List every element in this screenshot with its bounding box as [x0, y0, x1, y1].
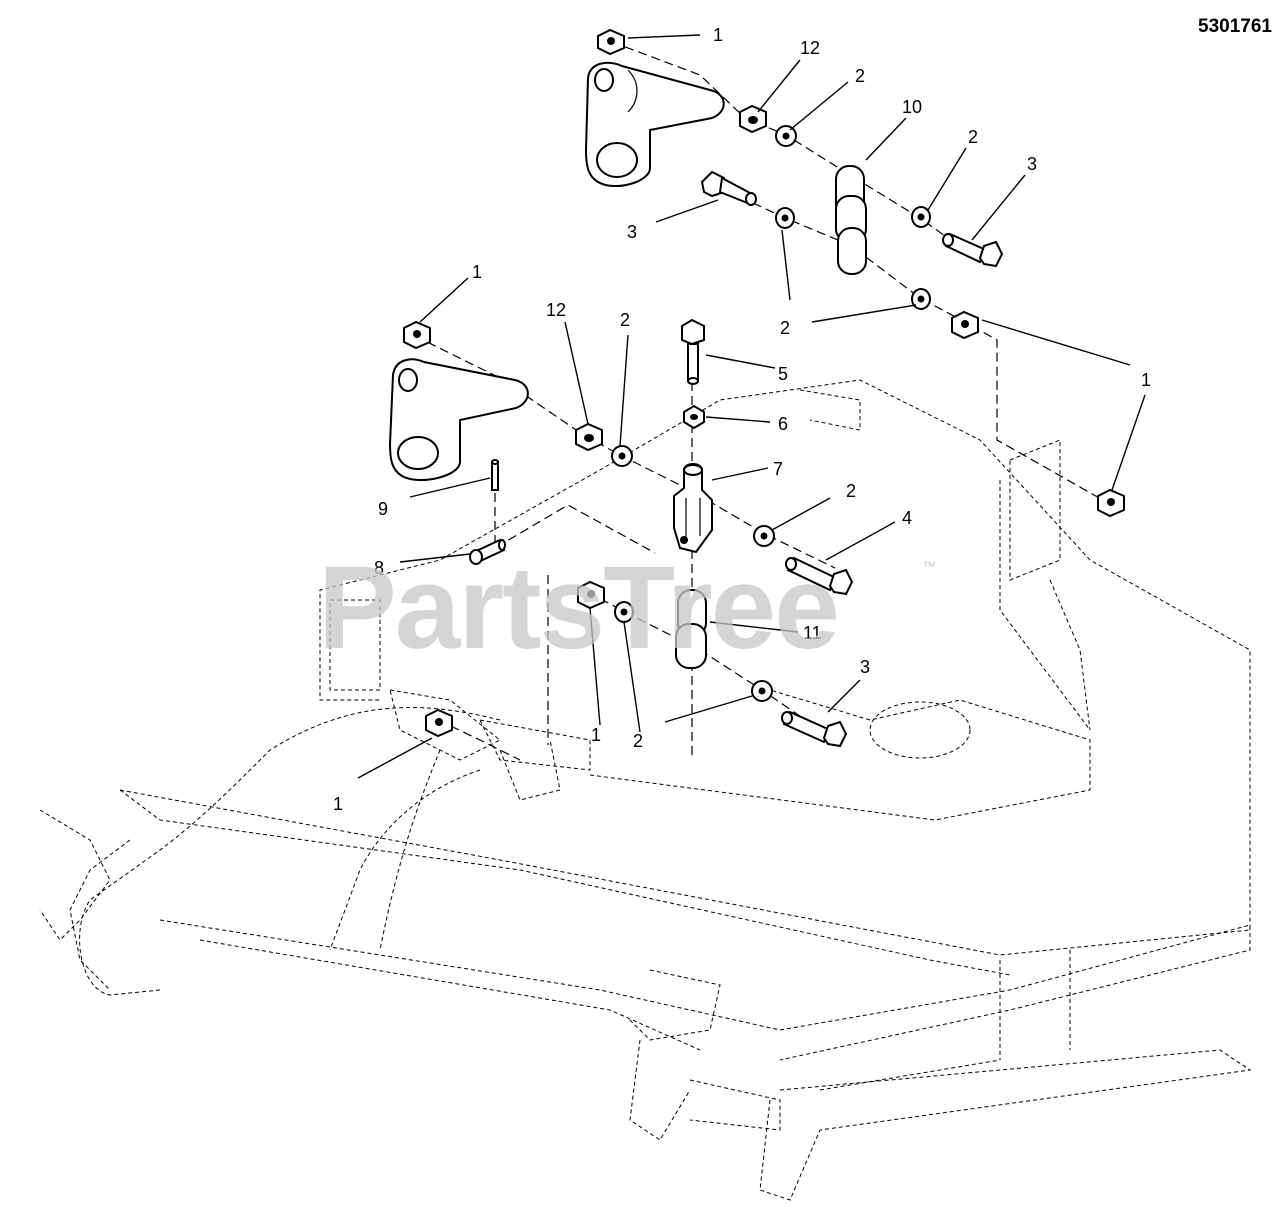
callout-9: 9 — [378, 499, 388, 519]
callout-labels: 1 12 2 10 2 3 3 1 12 2 2 1 5 6 7 9 2 4 8… — [333, 25, 1151, 814]
bolt-3-upper-right — [942, 232, 1004, 268]
clevis-pin-8 — [469, 538, 506, 565]
lower-mounting-bracket — [388, 358, 529, 481]
washers — [611, 125, 931, 702]
callout-2-bottom: 2 — [633, 731, 643, 751]
upper-mounting-bracket — [584, 61, 725, 187]
nut-1-right-lower — [1097, 488, 1125, 518]
bolt-3-lower — [781, 710, 848, 748]
callout-3-lower: 3 — [860, 657, 870, 677]
callout-2-middle: 2 — [780, 318, 790, 338]
bolt-4 — [785, 556, 854, 596]
callout-1-bottom-left: 1 — [333, 794, 343, 814]
callout-8: 8 — [374, 558, 384, 578]
callout-5: 5 — [778, 364, 788, 384]
callout-1-right: 1 — [1141, 370, 1151, 390]
callout-12-lower: 12 — [546, 300, 566, 320]
flange-nut-12-upper — [739, 104, 767, 134]
document-number: 5301761 — [1198, 16, 1272, 37]
callout-2-lower-left: 2 — [620, 310, 630, 330]
leader-lines — [357, 34, 1146, 779]
watermark-logo: PartsTree — [318, 542, 840, 674]
nut-1-left — [403, 320, 431, 350]
callout-11: 11 — [803, 623, 822, 643]
chain-10 — [835, 165, 867, 275]
callout-6: 6 — [778, 414, 788, 434]
callout-10: 10 — [902, 97, 922, 117]
callout-2-clevis: 2 — [846, 481, 856, 501]
callout-1-center: 1 — [591, 725, 601, 745]
bolt-3-upper-left — [700, 170, 757, 206]
callout-2-upper-right: 2 — [968, 127, 978, 147]
nut-1-bottom-left — [425, 708, 453, 738]
callout-2-top: 2 — [855, 66, 865, 86]
callout-12-top: 12 — [800, 38, 820, 58]
clevis-7 — [673, 463, 713, 554]
nut-1-top — [597, 28, 625, 56]
callout-3-upper-right: 3 — [1027, 154, 1037, 174]
callout-4: 4 — [902, 508, 912, 528]
hex-nut-6 — [683, 404, 705, 430]
cotter-pin-9 — [491, 459, 499, 491]
nut-1-right-upper — [951, 310, 979, 340]
callout-1-top: 1 — [713, 25, 723, 45]
callout-3-upper-left: 3 — [627, 222, 637, 242]
nut-1-center — [577, 580, 605, 610]
callout-1-left: 1 — [472, 262, 482, 282]
chain-11 — [675, 589, 707, 669]
callout-7: 7 — [773, 459, 783, 479]
mower-deck — [39, 379, 1252, 1201]
flange-nut-12-lower — [575, 422, 603, 452]
bolt-5-vertical — [681, 318, 705, 385]
trademark-symbol: ™ — [922, 558, 936, 574]
